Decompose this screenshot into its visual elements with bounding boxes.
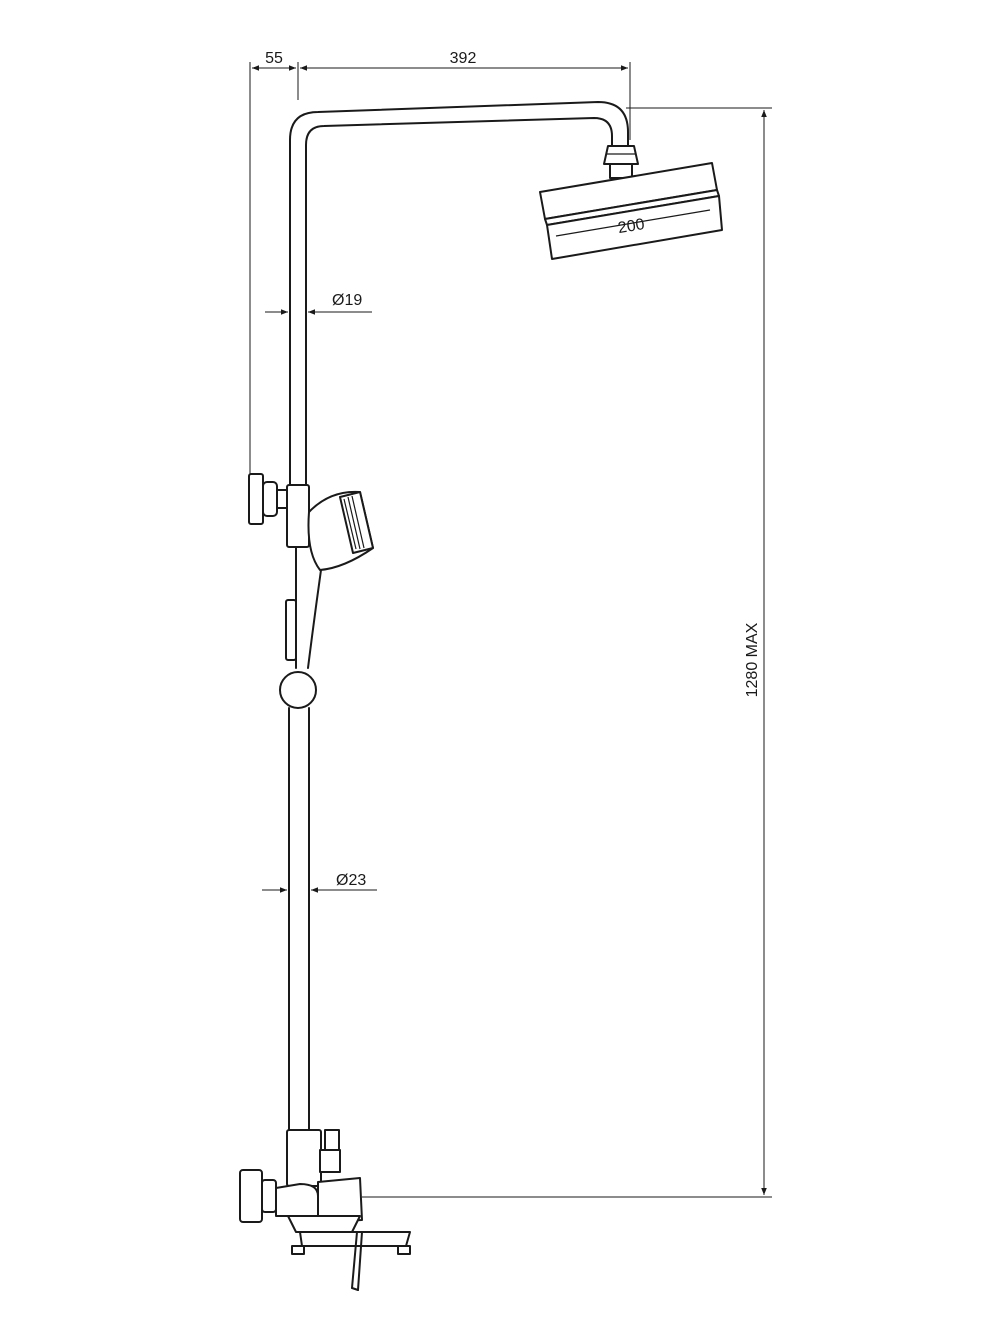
head-width-label: 200 [617,216,646,237]
lower-pipe-diameter-label: Ø23 [336,872,366,889]
shower-arm [289,101,629,486]
mixer-valve [239,1129,411,1291]
wall-offset-label: 55 [265,50,283,67]
upper-pipe-diameter-label: Ø19 [332,292,362,309]
top-dimension-lines [249,62,631,480]
hand-shower [285,490,374,669]
arm-length-label: 392 [450,50,477,67]
wall-bracket [248,473,310,548]
slide-holder-knob [279,671,317,709]
rain-shower-head [539,145,723,260]
lower-riser-pipe [288,707,310,1131]
height-dimension [362,107,772,1198]
total-height-label: 1280 MAX [744,622,761,697]
